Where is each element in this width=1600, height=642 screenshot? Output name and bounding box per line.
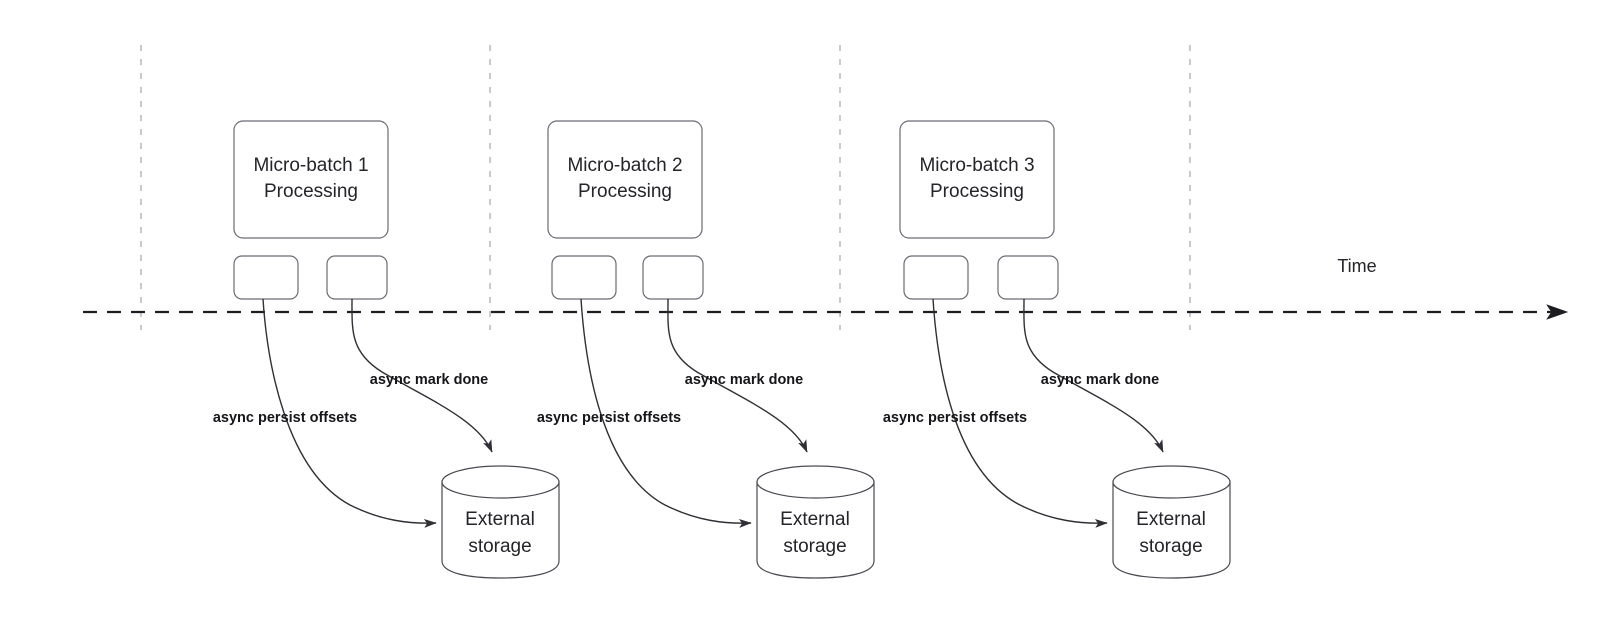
- external-storage-1[interactable]: External storage: [441, 465, 560, 579]
- task-box-3b[interactable]: [997, 255, 1059, 300]
- micro-batch-box-3[interactable]: [899, 120, 1055, 239]
- micro-batch-label-2-line2: Processing: [578, 181, 672, 202]
- micro-batch-box-1[interactable]: [233, 120, 389, 239]
- micro-batch-label-1-line1: Micro-batch 1: [253, 155, 368, 176]
- group-micro-batch-1: Micro-batch 1 Processing External storag…: [213, 120, 560, 579]
- micro-batch-box-2[interactable]: [547, 120, 703, 239]
- task-box-3a[interactable]: [903, 255, 969, 300]
- time-axis-label: Time: [1337, 256, 1376, 276]
- edge-persist-offsets-2: [580, 298, 752, 528]
- edge-mark-done-1: [351, 298, 493, 453]
- edge-label-mark-done-2: async mark done: [685, 372, 803, 388]
- edge-label-persist-offsets-1: async persist offsets: [213, 410, 357, 426]
- task-box-1a[interactable]: [233, 255, 299, 300]
- edge-label-persist-offsets-2: async persist offsets: [537, 410, 681, 426]
- tick-lines-group: [140, 45, 1191, 330]
- task-box-2b[interactable]: [642, 255, 704, 300]
- task-box-2a[interactable]: [551, 255, 617, 300]
- external-storage-label-2-line1: External: [780, 509, 850, 530]
- external-storage-2[interactable]: External storage: [756, 465, 875, 579]
- edge-persist-offsets-1: [262, 298, 437, 528]
- edge-label-mark-done-3: async mark done: [1041, 372, 1159, 388]
- external-storage-label-1-line2: storage: [468, 536, 531, 557]
- edge-persist-offsets-3: [932, 298, 1108, 528]
- edge-mark-done-2: [667, 298, 808, 453]
- external-storage-3[interactable]: External storage: [1112, 465, 1231, 579]
- micro-batch-label-1-line2: Processing: [264, 181, 358, 202]
- external-storage-label-3-line1: External: [1136, 509, 1206, 530]
- external-storage-label-3-line2: storage: [1139, 536, 1202, 557]
- external-storage-label-2-line2: storage: [783, 536, 846, 557]
- micro-batch-label-2-line1: Micro-batch 2: [567, 155, 682, 176]
- task-box-1b[interactable]: [326, 255, 388, 300]
- edge-label-persist-offsets-3: async persist offsets: [883, 410, 1027, 426]
- edge-label-mark-done-1: async mark done: [370, 372, 488, 388]
- edge-mark-done-3: [1023, 298, 1164, 453]
- micro-batch-label-3-line2: Processing: [930, 181, 1024, 202]
- group-micro-batch-3: Micro-batch 3 Processing External storag…: [883, 120, 1231, 579]
- group-micro-batch-2: Micro-batch 2 Processing External storag…: [537, 120, 875, 579]
- external-storage-label-1-line1: External: [465, 509, 535, 530]
- micro-batch-label-3-line1: Micro-batch 3: [919, 155, 1034, 176]
